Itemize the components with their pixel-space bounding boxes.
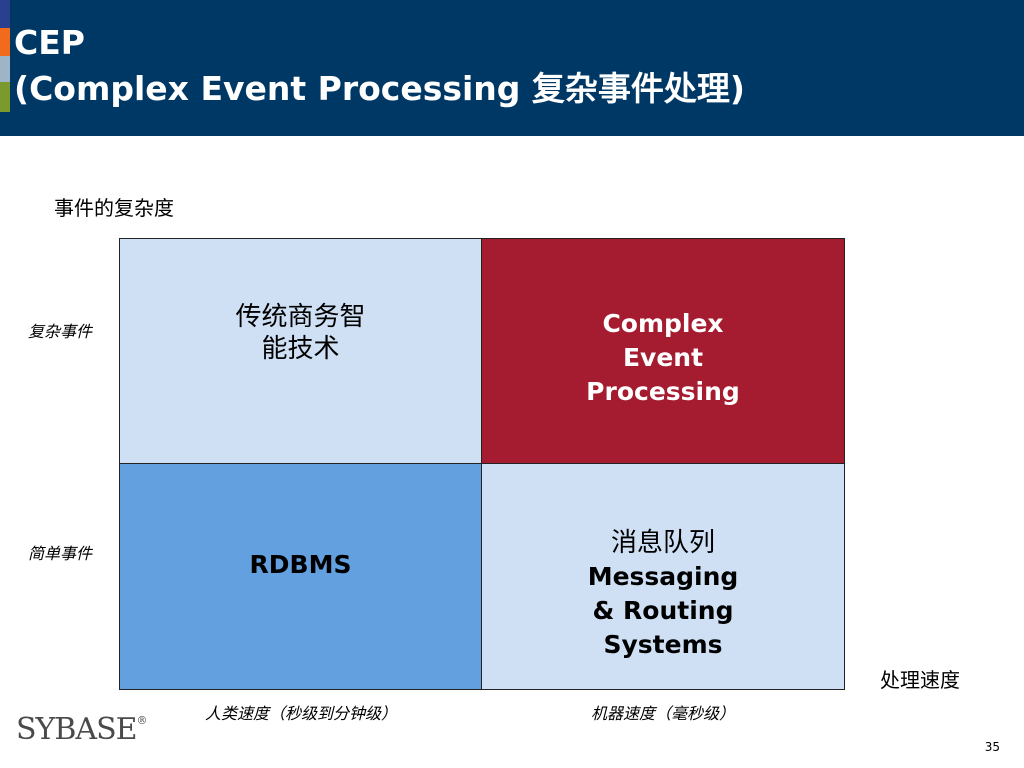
row-label-simple-events: 简单事件 [28,544,93,563]
quadrant-text-line: & Routing [592,596,734,625]
accent-stripe [0,28,10,56]
quadrant-top-right-text: Complex Event Processing [482,307,844,409]
column-label-machine-speed: 机器速度（毫秒级） [590,704,735,723]
page-number: 35 [984,740,1000,754]
y-axis-title: 事件的复杂度 [54,196,174,220]
column-label-human-speed: 人类速度（秒级到分钟级） [204,704,397,723]
slide-title: CEP (Complex Event Processing 复杂事件处理) [14,20,745,112]
sybase-logo: SYBASE® [16,712,148,747]
accent-stripe [0,56,10,82]
quadrant-top-right: Complex Event Processing [482,239,844,464]
quadrant-matrix: 传统商务智 能技术 Complex Event Processing RDBMS… [119,238,845,690]
quadrant-top-left: 传统商务智 能技术 [120,239,482,464]
row-label-complex-events: 复杂事件 [28,322,93,341]
quadrant-text-line: RDBMS [249,550,352,579]
quadrant-text-line: 消息队列 [610,528,715,558]
quadrant-text-line: Messaging [587,562,739,591]
quadrant-text-line: Processing [586,377,740,406]
quadrant-bottom-left-text: RDBMS [120,548,481,582]
registered-mark: ® [136,714,148,727]
quadrant-bottom-right-text: 消息队列 Messaging & Routing Systems [482,526,844,662]
quadrant-bottom-left: RDBMS [120,464,482,689]
slide-title-line-1: CEP [14,23,85,62]
quadrant-text-line: Complex [602,309,724,338]
x-axis-title: 处理速度 [880,668,960,692]
quadrant-text-line: Event [622,343,704,372]
quadrant-text-line: Systems [603,630,723,659]
quadrant-text-line: 能技术 [261,334,340,364]
slide-title-line-2: (Complex Event Processing 复杂事件处理) [14,69,745,108]
logo-text: SYBASE [16,712,138,747]
accent-stripe [0,0,10,28]
quadrant-bottom-right: 消息队列 Messaging & Routing Systems [482,464,844,689]
header-bar: CEP (Complex Event Processing 复杂事件处理) [0,0,1024,136]
quadrant-top-left-text: 传统商务智 能技术 [120,301,481,365]
quadrant-text-line: 传统商务智 [235,302,366,332]
accent-stripe [0,82,10,112]
